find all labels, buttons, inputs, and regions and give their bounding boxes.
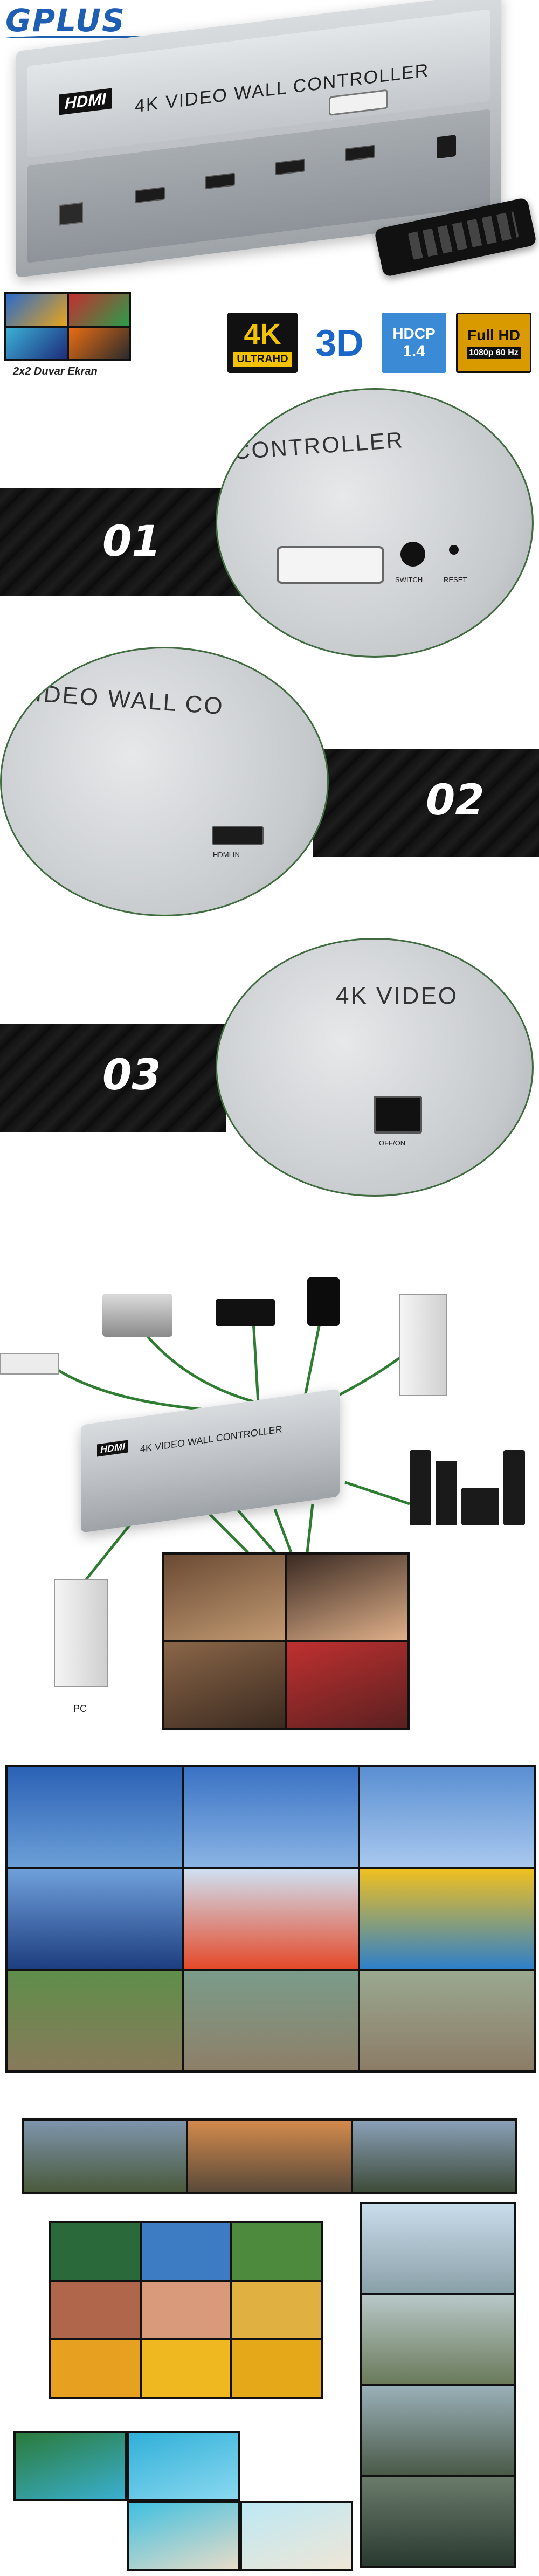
- video-wall-3x3-small: [49, 2221, 323, 2399]
- pc-label: PC: [73, 1703, 87, 1714]
- magnify-circle: CONTROLLER SWITCH RESET: [216, 388, 534, 658]
- magnify-circle: 4K VIDEO OFF/ON: [216, 938, 534, 1197]
- badge-top: 4K: [244, 317, 281, 350]
- power-label: OFF/ON: [379, 1139, 406, 1147]
- badge-fullhd: Full HD 1080p 60 Hz: [456, 313, 531, 373]
- brand-swoosh: [3, 36, 186, 41]
- hdmi-in-label: HDMI IN: [213, 851, 240, 859]
- badge-bottom: 1080p 60 Hz: [467, 347, 521, 359]
- detail-number: 02: [426, 776, 485, 825]
- badge-top: Full HD: [467, 327, 520, 343]
- hdmi-logo: HDMI: [97, 1440, 128, 1457]
- badge-bottom: ULTRAHD: [233, 351, 292, 367]
- video-wall-4x1-vertical: [360, 2202, 516, 2568]
- feature-badges: 4K ULTRAHD 3D HDCP 1.4 Full HD 1080p 60 …: [227, 313, 535, 373]
- video-wall-3x3: [5, 1765, 536, 2073]
- header-section: GPLUS HDMI 4K VIDEO WALL CONTROLLER 2x2 …: [0, 0, 539, 377]
- reset-button: [449, 545, 459, 555]
- power-switch: [374, 1096, 422, 1134]
- detail-section-01: 01 CONTROLLER SWITCH RESET: [0, 388, 539, 668]
- hdmi-port: [212, 826, 264, 845]
- badge-top: 3D: [315, 322, 364, 364]
- reset-label: RESET: [444, 576, 467, 584]
- speaker-system: [410, 1445, 534, 1525]
- rj45-port: [59, 202, 83, 226]
- brand-logo: GPLUS: [5, 2, 126, 39]
- switch-button: [400, 542, 425, 567]
- device-title-fragment: 4K VIDEO: [336, 983, 458, 1009]
- switch-label: SWITCH: [395, 576, 423, 584]
- hdmi-port: [205, 172, 235, 190]
- badge-hdcp: HDCP 1.4: [382, 313, 446, 373]
- hdmi-port: [135, 187, 165, 204]
- hdmi-port: [275, 158, 305, 176]
- device-title-fragment: CONTROLLER: [232, 426, 405, 465]
- dvd-player: [0, 1353, 59, 1375]
- detail-number: 03: [102, 1051, 161, 1100]
- detail-section-02: 02 VIDEO WALL CO HDMI IN: [0, 647, 539, 949]
- preview-caption: 2x2 Duvar Ekran: [13, 365, 98, 377]
- detail-number: 01: [102, 517, 161, 566]
- preview-wall-2x2: [4, 292, 131, 361]
- game-console: [307, 1277, 340, 1326]
- video-wall-1x3: [22, 2118, 517, 2194]
- badge-top: HDCP: [392, 325, 436, 342]
- badge-3d: 3D: [307, 313, 372, 373]
- badge-4k: 4K ULTRAHD: [227, 313, 298, 373]
- device-title: 4K VIDEO WALL CONTROLLER: [140, 1424, 282, 1455]
- badge-bottom: 1.4: [403, 342, 425, 360]
- laptop: [102, 1294, 172, 1337]
- magnify-circle: VIDEO WALL CO HDMI IN: [0, 647, 329, 916]
- detail-section-03: 03 4K VIDEO OFF/ON: [0, 938, 539, 1218]
- dark-band: [313, 749, 539, 857]
- pc-tower: [399, 1294, 447, 1396]
- dark-band: [0, 1024, 226, 1132]
- set-top-box: [216, 1299, 275, 1326]
- power-jack: [437, 135, 456, 159]
- video-wall-staggered: [13, 2431, 353, 2571]
- hdmi-port: [345, 144, 375, 162]
- device-title-fragment: VIDEO WALL CO: [17, 679, 225, 720]
- dvi-port: [277, 546, 384, 584]
- pc-tower: [54, 1579, 108, 1687]
- hdmi-logo: HDMI: [59, 88, 112, 115]
- connection-diagram: HDMI 4K VIDEO WALL CONTROLLER PC: [0, 1272, 539, 1746]
- output-wall-2x2: [162, 1552, 410, 1730]
